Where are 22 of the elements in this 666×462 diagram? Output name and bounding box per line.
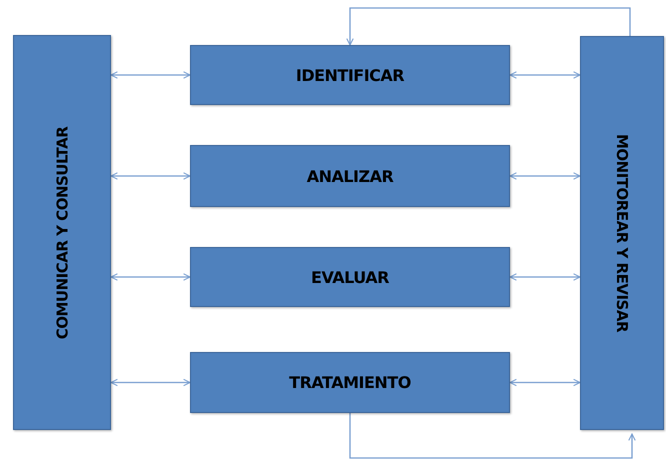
connector-arrow [110,172,191,180]
process-box [13,35,111,430]
process-box [190,352,510,413]
connector-arrow [509,273,581,281]
process-box [190,145,510,207]
connector-arrow [509,378,581,386]
connector-arrow [110,378,191,386]
box-label: ANALIZAR [306,166,394,186]
box-label: MONITOREAR Y REVISAR [613,134,631,332]
box-label: COMUNICAR Y CONSULTAR [53,126,71,339]
connector-arrow [110,273,191,281]
connector-arrow [509,71,581,79]
connector-arrow [346,7,631,46]
box-label: TRATAMIENTO [289,373,411,392]
connector-arrow [110,71,191,79]
process-box [190,247,510,307]
connector-arrow [509,172,581,180]
box-label: IDENTIFICAR [296,66,404,84]
process-box [190,45,510,105]
box-label: EVALUAR [311,268,389,286]
process-box [580,36,664,430]
connector-arrow [349,413,636,459]
